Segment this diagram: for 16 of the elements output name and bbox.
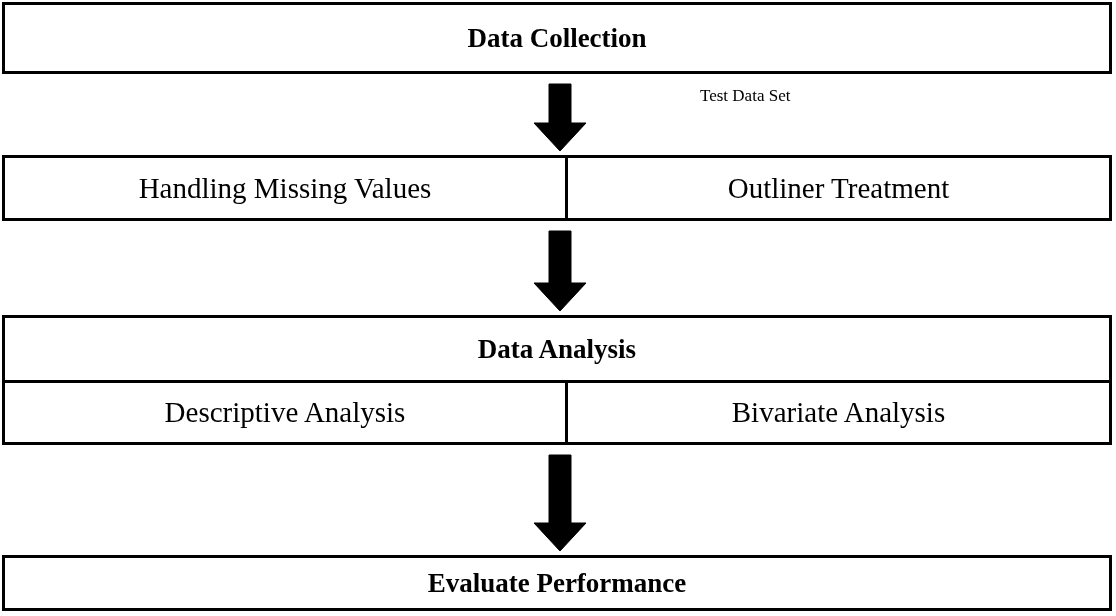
node-label: Outliner Treatment (727, 171, 950, 205)
arrow (533, 230, 587, 312)
arrow (533, 454, 587, 552)
node-label: Data Analysis (477, 333, 637, 365)
node-label: Handling Missing Values (138, 171, 432, 205)
stage-box (2, 315, 1112, 445)
note-label: Test Data Set (700, 86, 791, 106)
stage-box (2, 555, 1112, 611)
stage-box (2, 155, 1112, 221)
arrow (533, 83, 587, 152)
node-label: Data Collection (467, 22, 647, 54)
node-label: Bivariate Analysis (731, 396, 946, 429)
node-label: Descriptive Analysis (164, 396, 406, 429)
stage-box (2, 2, 1112, 74)
step-box (565, 380, 1109, 442)
node-label: Evaluate Performance (427, 567, 687, 599)
